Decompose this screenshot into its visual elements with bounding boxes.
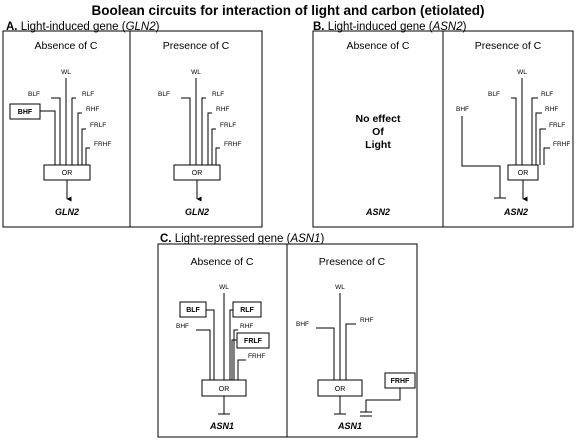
no-effect-line-3: Light xyxy=(365,139,391,151)
input-wires xyxy=(181,78,220,165)
panel-b-gene-close: ) xyxy=(462,21,467,33)
no-effect-line-1: No effect xyxy=(356,113,401,125)
panel-c-absence: Absence of C WL BHF RHF FRHF BLF RLF FRL… xyxy=(176,256,270,431)
output-gene: ASN1 xyxy=(209,421,234,431)
boxed-input-label-rlf: RLF xyxy=(240,307,254,314)
input-label-wl: WL xyxy=(191,69,201,76)
output-gene: ASN1 xyxy=(337,421,362,431)
panel-c: Absence of C WL BHF RHF FRHF BLF RLF FRL… xyxy=(157,243,418,438)
panel-c-presence-header: Presence of C xyxy=(319,256,386,268)
panel-c-presence: Presence of C WL BHF RHF FRHF OR ASN1 xyxy=(296,256,416,431)
boxed-input-label-blf: BLF xyxy=(186,307,200,314)
input-wires xyxy=(196,293,246,380)
panel-c-gene: ASN1 xyxy=(290,233,321,245)
panel-a-absence-header: Absence of C xyxy=(34,40,97,52)
inhibition-bar xyxy=(334,396,346,415)
input-wires xyxy=(40,78,90,165)
input-wires xyxy=(511,78,550,165)
panel-b-absence-header: Absence of C xyxy=(346,40,409,52)
panel-a-name: Light-induced gene xyxy=(20,21,119,33)
input-label-frlf: FRLF xyxy=(549,122,565,129)
no-effect-line-2: Of xyxy=(372,126,384,138)
input-label-blf: BLF xyxy=(488,91,500,98)
boxed-input-label-bhf: BHF xyxy=(18,109,33,116)
input-label-rhf: RHF xyxy=(360,317,373,324)
input-label-frhf: FRHF xyxy=(224,141,241,148)
or-gate-label: OR xyxy=(335,386,346,393)
panel-a: Absence of C WL BLF RLF RHF FRLF FRHF BH… xyxy=(2,30,263,228)
panel-a-gene: GLN2 xyxy=(125,21,156,33)
input-label-frlf: FRLF xyxy=(90,122,106,129)
input-label-rlf: RLF xyxy=(82,91,94,98)
input-label-frhf: FRHF xyxy=(553,141,570,148)
panel-a-letter: A. xyxy=(6,21,18,33)
input-wires xyxy=(316,293,356,380)
or-gate-label: OR xyxy=(62,170,73,177)
input-label-rhf: RHF xyxy=(216,106,229,113)
output-gene: ASN2 xyxy=(365,207,390,217)
or-gate-label: OR xyxy=(192,170,203,177)
inhibition-bar xyxy=(218,396,230,415)
panel-b-absence: Absence of C No effect Of Light ASN2 xyxy=(346,40,409,217)
panel-a-frame xyxy=(2,30,263,228)
inhibition-wire-bhf xyxy=(461,116,506,199)
panel-b-name: Light-induced gene xyxy=(327,21,426,33)
input-label-frhf: FRHF xyxy=(94,141,111,148)
input-label-wl: WL xyxy=(219,284,229,291)
panel-b-presence: Presence of C WL BLF RLF RHF FRLF FRHF B… xyxy=(456,40,570,217)
or-gate-label: OR xyxy=(219,386,230,393)
panel-a-label: A. Light-induced gene (GLN2) xyxy=(6,21,159,33)
panel-a-gene-close: ) xyxy=(155,21,160,33)
input-label-rhf: RHF xyxy=(86,106,99,113)
input-label-blf: BLF xyxy=(158,91,170,98)
output-gene: ASN2 xyxy=(503,207,528,217)
panel-a-presence-header: Presence of C xyxy=(163,40,230,52)
input-label-bhf: BHF xyxy=(176,323,189,330)
panel-b-gene-open: ( xyxy=(428,21,433,33)
panel-a-gene-open: ( xyxy=(121,21,126,33)
input-label-frlf: FRLF xyxy=(220,122,236,129)
inhibition-wire-frhf xyxy=(360,388,401,417)
input-label-frhf: FRHF xyxy=(248,353,265,360)
output-gene: GLN2 xyxy=(55,207,79,217)
panel-b-gene: ASN2 xyxy=(432,21,463,33)
figure-title: Boolean circuits for interaction of ligh… xyxy=(91,3,485,18)
output-gene: GLN2 xyxy=(185,207,209,217)
panel-b-presence-header: Presence of C xyxy=(475,40,542,52)
panel-c-absence-header: Absence of C xyxy=(190,256,253,268)
or-gate-label: OR xyxy=(518,170,529,177)
input-label-bhf: BHF xyxy=(296,321,309,328)
input-label-blf: BLF xyxy=(28,91,40,98)
input-label-rhf: RHF xyxy=(240,323,253,330)
input-label-wl: WL xyxy=(335,284,345,291)
inhibitor-label-bhf: BHF xyxy=(456,106,469,113)
panel-b: Absence of C No effect Of Light ASN2 Pre… xyxy=(312,30,574,228)
input-label-rlf: RLF xyxy=(541,91,553,98)
boxed-input-label-frhf: FRHF xyxy=(391,378,410,385)
input-label-wl: WL xyxy=(61,69,71,76)
panel-b-letter: B. xyxy=(313,21,325,33)
panel-a-presence: Presence of C WL BLF RLF RHF FRLF FRHF O… xyxy=(158,40,241,217)
input-label-wl: WL xyxy=(517,69,527,76)
input-label-rhf: RHF xyxy=(545,106,558,113)
panel-c-label: C. Light-repressed gene (ASN1) xyxy=(160,233,324,245)
panel-c-gene-close: ) xyxy=(320,233,325,245)
panel-c-letter: C. xyxy=(160,233,172,245)
boxed-input-label-frlf: FRLF xyxy=(244,338,263,345)
panel-b-label: B. Light-induced gene (ASN2) xyxy=(313,21,466,33)
panel-c-gene-open: ( xyxy=(286,233,291,245)
panel-c-name: Light-repressed gene xyxy=(174,233,284,245)
input-label-rlf: RLF xyxy=(212,91,224,98)
panel-a-absence: Absence of C WL BLF RLF RHF FRLF FRHF BH… xyxy=(9,40,111,217)
